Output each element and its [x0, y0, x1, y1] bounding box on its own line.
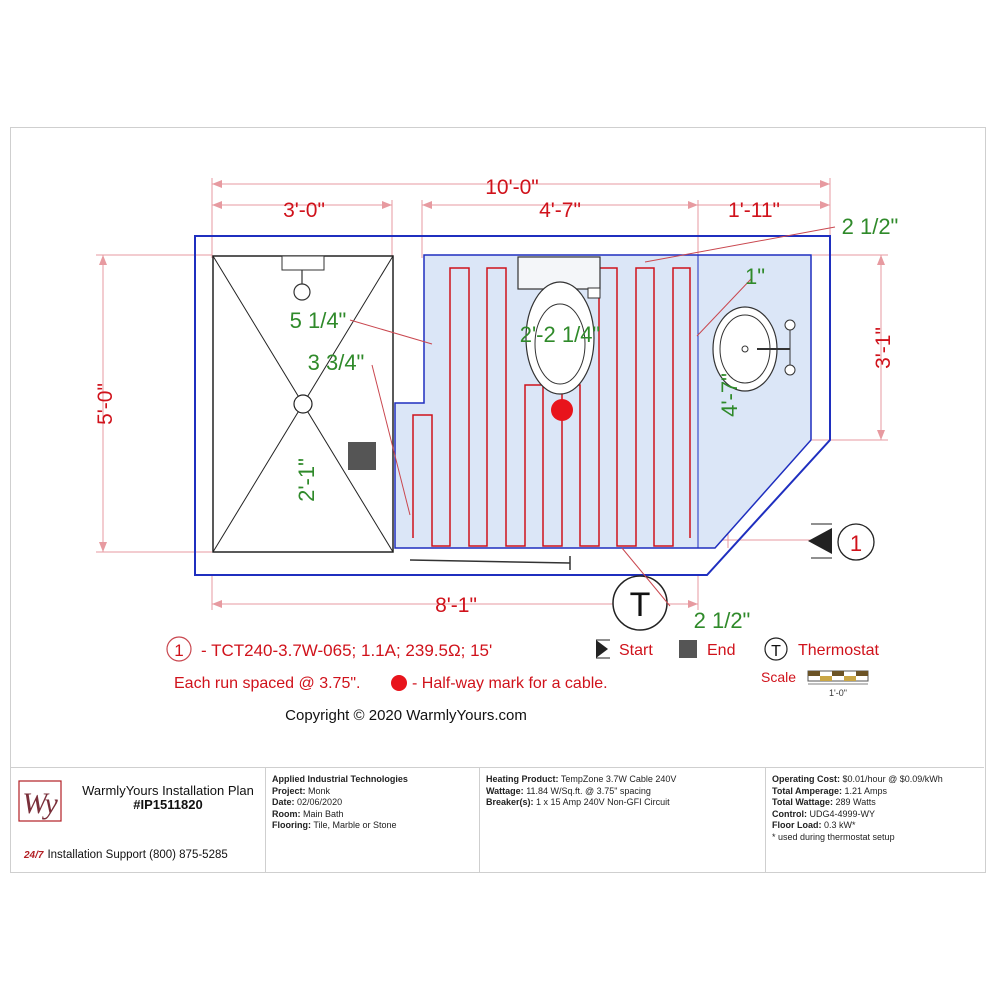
offset-bottom: 2 1/2" [694, 608, 751, 633]
cable-turn [653, 538, 674, 547]
cable-run [486, 267, 507, 538]
brand-title-wrap: WarmlyYours Installation Plan #IP1511820 [80, 784, 256, 812]
leader-lines [349, 226, 836, 607]
spacing-note: Each run spaced @ 3.75". [174, 675, 360, 692]
cable-turn [431, 538, 451, 547]
sink [712, 306, 796, 392]
cable-turn [579, 538, 600, 547]
support-text: Installation Support (800) 875-5285 [47, 849, 228, 861]
svg-text:Scale: Scale [761, 669, 796, 685]
cable-end-marker [348, 442, 376, 470]
svg-text:Wy: Wy [22, 787, 58, 820]
floor-plan: T 1 10'-0" 3'-0" 4'-7" 1'-11" 8'-1" 5'-0… [94, 176, 899, 724]
cable-run [598, 267, 618, 538]
heated-width-label: 4'-7" [539, 199, 581, 222]
total-wattage-value: 289 Watts [835, 797, 876, 807]
svg-text:T: T [630, 586, 651, 624]
project-column: Applied Industrial Technologies Project:… [266, 768, 480, 872]
vanity-height-label: 3'-1" [872, 327, 895, 369]
cable-start-marker: 1 [808, 523, 875, 561]
heated-area [394, 254, 812, 549]
cable-run [672, 267, 691, 538]
cable-turn [505, 538, 526, 547]
cost-value: $0.01/hour @ $0.09/kWh [842, 774, 943, 784]
thermostat-marker: T [612, 575, 668, 631]
svg-text:1: 1 [850, 531, 862, 556]
warmlyyours-logo-icon: Wy [18, 780, 62, 822]
svg-text:1: 1 [174, 641, 183, 660]
cable-run [449, 267, 470, 538]
support-tag: 24/7 [24, 850, 44, 861]
cable-run [412, 414, 433, 538]
svg-text:Thermostat: Thermostat [798, 642, 879, 659]
room-height-label: 5'-0" [94, 383, 117, 425]
cable-run [524, 384, 544, 538]
brand-title: WarmlyYours Installation Plan [82, 783, 254, 798]
vanity-run-label: 4'-7" [717, 373, 742, 417]
toilet-offset-label: 2'-2 1/4" [520, 322, 601, 347]
halfway-mark [551, 399, 573, 421]
offset-left: 5 1/4" [290, 308, 347, 333]
breaker-value: 1 x 15 Amp 240V Non-GFI Circuit [536, 797, 670, 807]
dimension-arrows [99, 180, 885, 608]
amperage-value: 1.21 Amps [844, 785, 888, 796]
cable-turn [468, 538, 488, 547]
offset-top-right: 2 1/2" [842, 214, 899, 239]
vanity-width-label: 1'-11" [728, 199, 780, 222]
operating-column: Operating Cost: $0.01/hour @ $0.09/kWh T… [766, 768, 984, 872]
offset-shower-gap: 3 3/4" [308, 350, 365, 375]
svg-text:1'-0": 1'-0" [829, 688, 847, 698]
plan-id: #IP1511820 [133, 797, 203, 812]
wattage-value: 11.84 W/Sq.ft. @ 3.75" spacing [526, 785, 651, 796]
company: Applied Industrial Technologies [272, 774, 408, 784]
date-value: 02/06/2020 [297, 797, 343, 807]
door-swing [409, 559, 571, 564]
brand-column: Wy WarmlyYours Installation Plan #IP1511… [10, 768, 266, 872]
bottom-width-label: 8'-1" [435, 594, 477, 617]
copyright: Copyright © 2020 WarmlyYours.com [285, 707, 527, 724]
project-value: Monk [308, 785, 331, 796]
cable-run [635, 267, 655, 538]
svg-text:End: End [707, 642, 735, 659]
control-value: UDG4-4999-WY [809, 808, 876, 819]
overall-width-label: 10'-0" [485, 176, 539, 199]
cable-turn [542, 538, 563, 547]
room-value: Main Bath [303, 808, 344, 819]
product-value: TempZone 3.7W Cable 240V [560, 774, 677, 784]
svg-text:T: T [771, 643, 781, 660]
cable-spec: - TCT240-3.7W-065; 1.1A; 239.5Ω; 15' [201, 641, 492, 660]
product-column: Heating Product: TempZone 3.7W Cable 240… [480, 768, 766, 872]
flooring-value: Tile, Marble or Stone [313, 820, 397, 830]
room-outline [194, 235, 831, 576]
lower-run-label: 2'-1" [294, 458, 319, 502]
floor-load-value: 0.3 kW* [824, 820, 856, 830]
shower-width-label: 3'-0" [283, 199, 325, 222]
svg-text:Start: Start [619, 642, 653, 659]
legend: 1 - TCT240-3.7W-065; 1.1A; 239.5Ω; 15' S… [166, 636, 879, 724]
offset-vanity-gap: 1" [745, 264, 765, 289]
cable-turn [616, 538, 637, 547]
scale-bar: 1'-0" [807, 670, 869, 698]
shower [212, 255, 394, 553]
title-block: Wy WarmlyYours Installation Plan #IP1511… [10, 767, 984, 872]
toilet [517, 256, 601, 395]
halfway-note: - Half-way mark for a cable. [412, 675, 608, 692]
footnote: * used during thermostat setup [772, 831, 895, 842]
